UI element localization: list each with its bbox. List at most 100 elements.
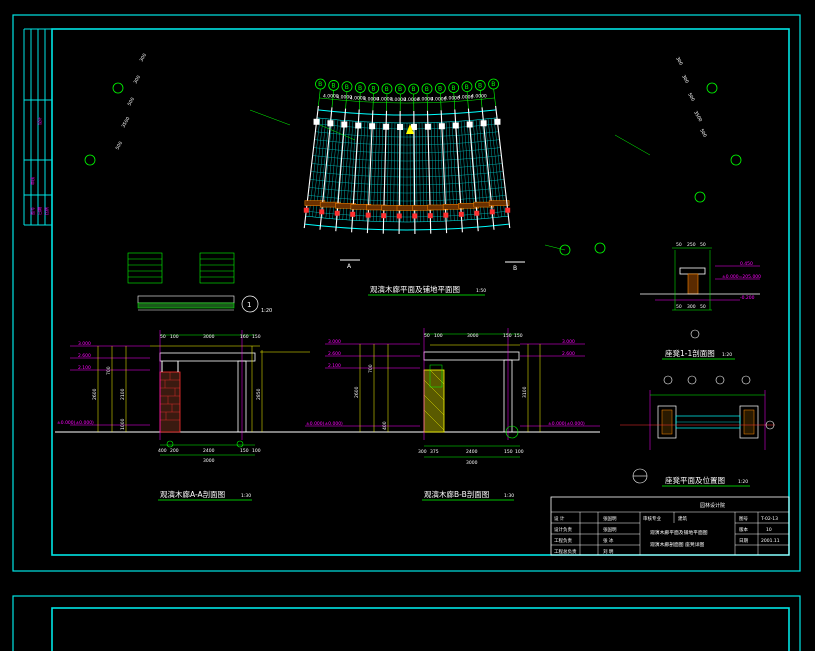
tb-company: 园林设计院 bbox=[700, 502, 725, 509]
bb-vdim-2: 3100 bbox=[522, 386, 528, 398]
svg-text:1: 1 bbox=[247, 301, 251, 309]
axis-bubble bbox=[315, 78, 326, 90]
plan-side-dim-left: 3500 bbox=[121, 116, 132, 129]
aa-bot-dim-1: 200 bbox=[170, 448, 179, 454]
plan-side-dim-right: 300 bbox=[674, 56, 684, 67]
paving-radial bbox=[493, 118, 506, 217]
axis-label: B bbox=[358, 85, 362, 92]
bb-rlevel-2: ±0.000(±0.000) bbox=[548, 421, 585, 427]
plan-top-dim: 4.0000 bbox=[431, 96, 447, 102]
next-sheet-outer-frame bbox=[12, 595, 801, 651]
column-inner bbox=[412, 213, 418, 219]
plan-side-dim-right: 300 bbox=[680, 74, 690, 85]
column-outer bbox=[341, 121, 348, 128]
axis-label: B bbox=[465, 84, 469, 91]
aa-level-0: 3.000 bbox=[78, 341, 91, 347]
tb-r0-c3: 建筑 bbox=[678, 515, 687, 522]
bench-level-1: ±0.000=205.000 bbox=[722, 274, 761, 280]
axis-line bbox=[466, 90, 469, 109]
plan-top-dim: 4.0000 bbox=[471, 93, 487, 99]
tb-r0-c2: 审核专业 bbox=[643, 515, 661, 522]
plan-top-dim: 4.0000 bbox=[458, 95, 474, 101]
column-outer bbox=[327, 120, 334, 127]
column-outer bbox=[424, 123, 431, 130]
axis-bubble bbox=[434, 82, 446, 94]
tb-r2-c1: 张 冰 bbox=[603, 537, 614, 544]
column-outer bbox=[397, 123, 404, 130]
plan-top-dim: 4.0000 bbox=[323, 93, 339, 99]
plan-top-dim: 4.0000 bbox=[377, 97, 393, 103]
tb-r0-c1: 张国明 bbox=[603, 515, 617, 522]
bb-rlevel-0: 3.000 bbox=[562, 339, 575, 345]
sheet-inner-frame bbox=[51, 28, 790, 556]
bb-bot-dim-2: 2400 bbox=[466, 449, 478, 455]
leader-line bbox=[614, 134, 651, 156]
bench bbox=[488, 200, 510, 206]
paving-radial bbox=[478, 119, 489, 219]
column-inner bbox=[350, 211, 356, 217]
bench-dim-1: 250 bbox=[687, 242, 696, 248]
tb-r0-c0: 设 计 bbox=[554, 515, 565, 522]
bench-plan-title: 座凳平面及位置图 bbox=[665, 475, 725, 485]
bb-top-dim-4: 150 bbox=[514, 333, 523, 339]
column-outer bbox=[383, 123, 390, 130]
tb-r1-c0: 设计负责 bbox=[554, 526, 572, 533]
aa-bot-dim-0: 400 bbox=[158, 448, 167, 454]
axis-line bbox=[493, 87, 496, 106]
axis-bubble bbox=[421, 83, 433, 95]
strip-label-3: 审核 bbox=[29, 177, 35, 185]
axis-line bbox=[358, 91, 361, 110]
left-binding-strip: 图号 日期 比例 审核 设计 bbox=[23, 28, 52, 226]
aa-vdim-2: 2100 bbox=[120, 388, 126, 400]
aa-vdim-3: 1000 bbox=[120, 418, 126, 430]
leader-line bbox=[249, 109, 291, 126]
bench-dim-5: 50 bbox=[700, 304, 706, 310]
column-inner bbox=[303, 207, 309, 213]
column-inner bbox=[365, 212, 371, 218]
axis-bubble bbox=[474, 80, 486, 91]
bench-section: 0.450 ±0.000=205.000 -0.200 50 250 50 50… bbox=[640, 242, 761, 360]
aa-vdim-1: 700 bbox=[106, 366, 112, 375]
column-inner bbox=[381, 213, 387, 219]
section-aa-title: 观演木廊A-A剖面图 bbox=[160, 489, 225, 499]
bb-top-dim-0: 50 bbox=[424, 333, 430, 339]
leader-line bbox=[319, 124, 356, 141]
column-inner bbox=[458, 211, 464, 217]
axis-label: B bbox=[318, 81, 322, 88]
aa-level-2: 2.100 bbox=[78, 365, 91, 371]
plan-side-dim-right: 500 bbox=[698, 128, 708, 139]
column-outer bbox=[494, 118, 501, 125]
column-outer bbox=[355, 122, 362, 129]
plan-side-dim-left: 300 bbox=[133, 74, 143, 85]
sheet-outer-frame bbox=[12, 14, 801, 572]
detail1-scale: 1:20 bbox=[261, 308, 272, 314]
bb-top-dim-1: 100 bbox=[434, 333, 443, 339]
axis-line bbox=[479, 89, 483, 108]
bb-vdim-1: 700 bbox=[368, 364, 374, 373]
plan-top-dim: 4.0000 bbox=[417, 97, 433, 103]
bench-section-scale: 1:20 bbox=[722, 352, 732, 358]
plan-scale: 1:50 bbox=[476, 288, 486, 294]
bench-level-2: -0.200 bbox=[740, 295, 755, 301]
column-outer bbox=[313, 118, 320, 125]
tb-drawing-name-1: 观演木廊平面及铺地平面图 bbox=[650, 529, 708, 536]
aa-top-dim-2: 3000 bbox=[203, 334, 215, 340]
plan-arc-outer bbox=[317, 109, 497, 116]
axis-label: B bbox=[398, 86, 402, 93]
plan-top-dim: 4.0000 bbox=[404, 97, 420, 103]
tb-r2-c4: 日期 bbox=[739, 538, 748, 544]
section-mark-a: A bbox=[347, 263, 352, 270]
paving-radial bbox=[325, 119, 336, 219]
column-inner bbox=[505, 207, 511, 213]
section-bb-title: 观演木廊B-B剖面图 bbox=[424, 489, 489, 499]
tb-drawing-name-2: 观演木廊剖面图 座凳详图 bbox=[650, 541, 704, 548]
axis-bubble bbox=[594, 242, 606, 254]
bb-level-2: 2.100 bbox=[328, 363, 341, 369]
column-inner bbox=[396, 213, 402, 219]
strip-label-1: 日期 bbox=[36, 207, 42, 215]
column-outer bbox=[452, 122, 459, 129]
bb-bot-dim-4: 100 bbox=[515, 449, 524, 455]
aa-top-dim-4: 150 bbox=[252, 334, 261, 340]
